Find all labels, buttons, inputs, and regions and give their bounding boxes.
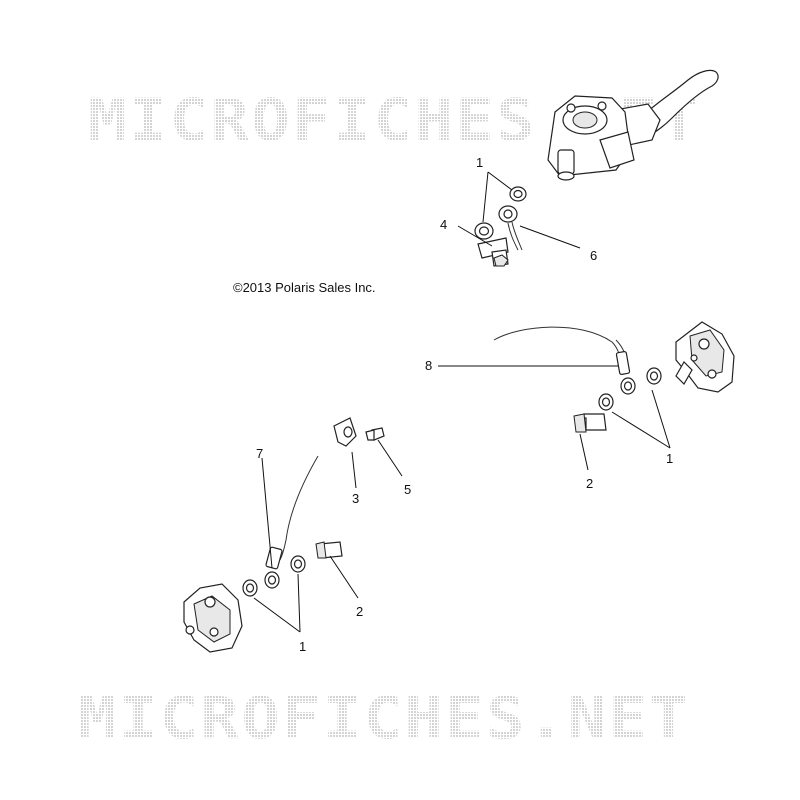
banjo-bolt-left: [315, 541, 343, 559]
banjo-bolt-right: [573, 413, 607, 433]
brake-caliper-right: [675, 321, 735, 393]
watermark-bottom: MICROFICHES.NET: [78, 684, 690, 752]
callout-5: 5: [404, 482, 411, 497]
copyright-text: ©2013 Polaris Sales Inc.: [233, 280, 376, 295]
brake-hose-left: [279, 455, 319, 561]
callout-2-left: 2: [356, 604, 363, 619]
banjo-bolt-top: [477, 237, 509, 267]
callout-1-right: 1: [666, 451, 673, 466]
banjo-fitting-top: [498, 205, 523, 251]
master-cylinder-assembly: [547, 69, 719, 181]
callout-2-right: 2: [586, 476, 593, 491]
brake-hose-right: [493, 326, 623, 365]
callout-3: 3: [352, 491, 359, 506]
callout-7: 7: [256, 446, 263, 461]
brake-caliper-left: [183, 583, 243, 653]
callout-4: 4: [440, 217, 447, 232]
callout-6: 6: [590, 248, 597, 263]
callout-8: 8: [425, 358, 432, 373]
hose-clip: [333, 417, 357, 447]
callout-1-top: 1: [476, 155, 483, 170]
callout-1-left: 1: [299, 639, 306, 654]
clip-screw: [365, 427, 385, 441]
